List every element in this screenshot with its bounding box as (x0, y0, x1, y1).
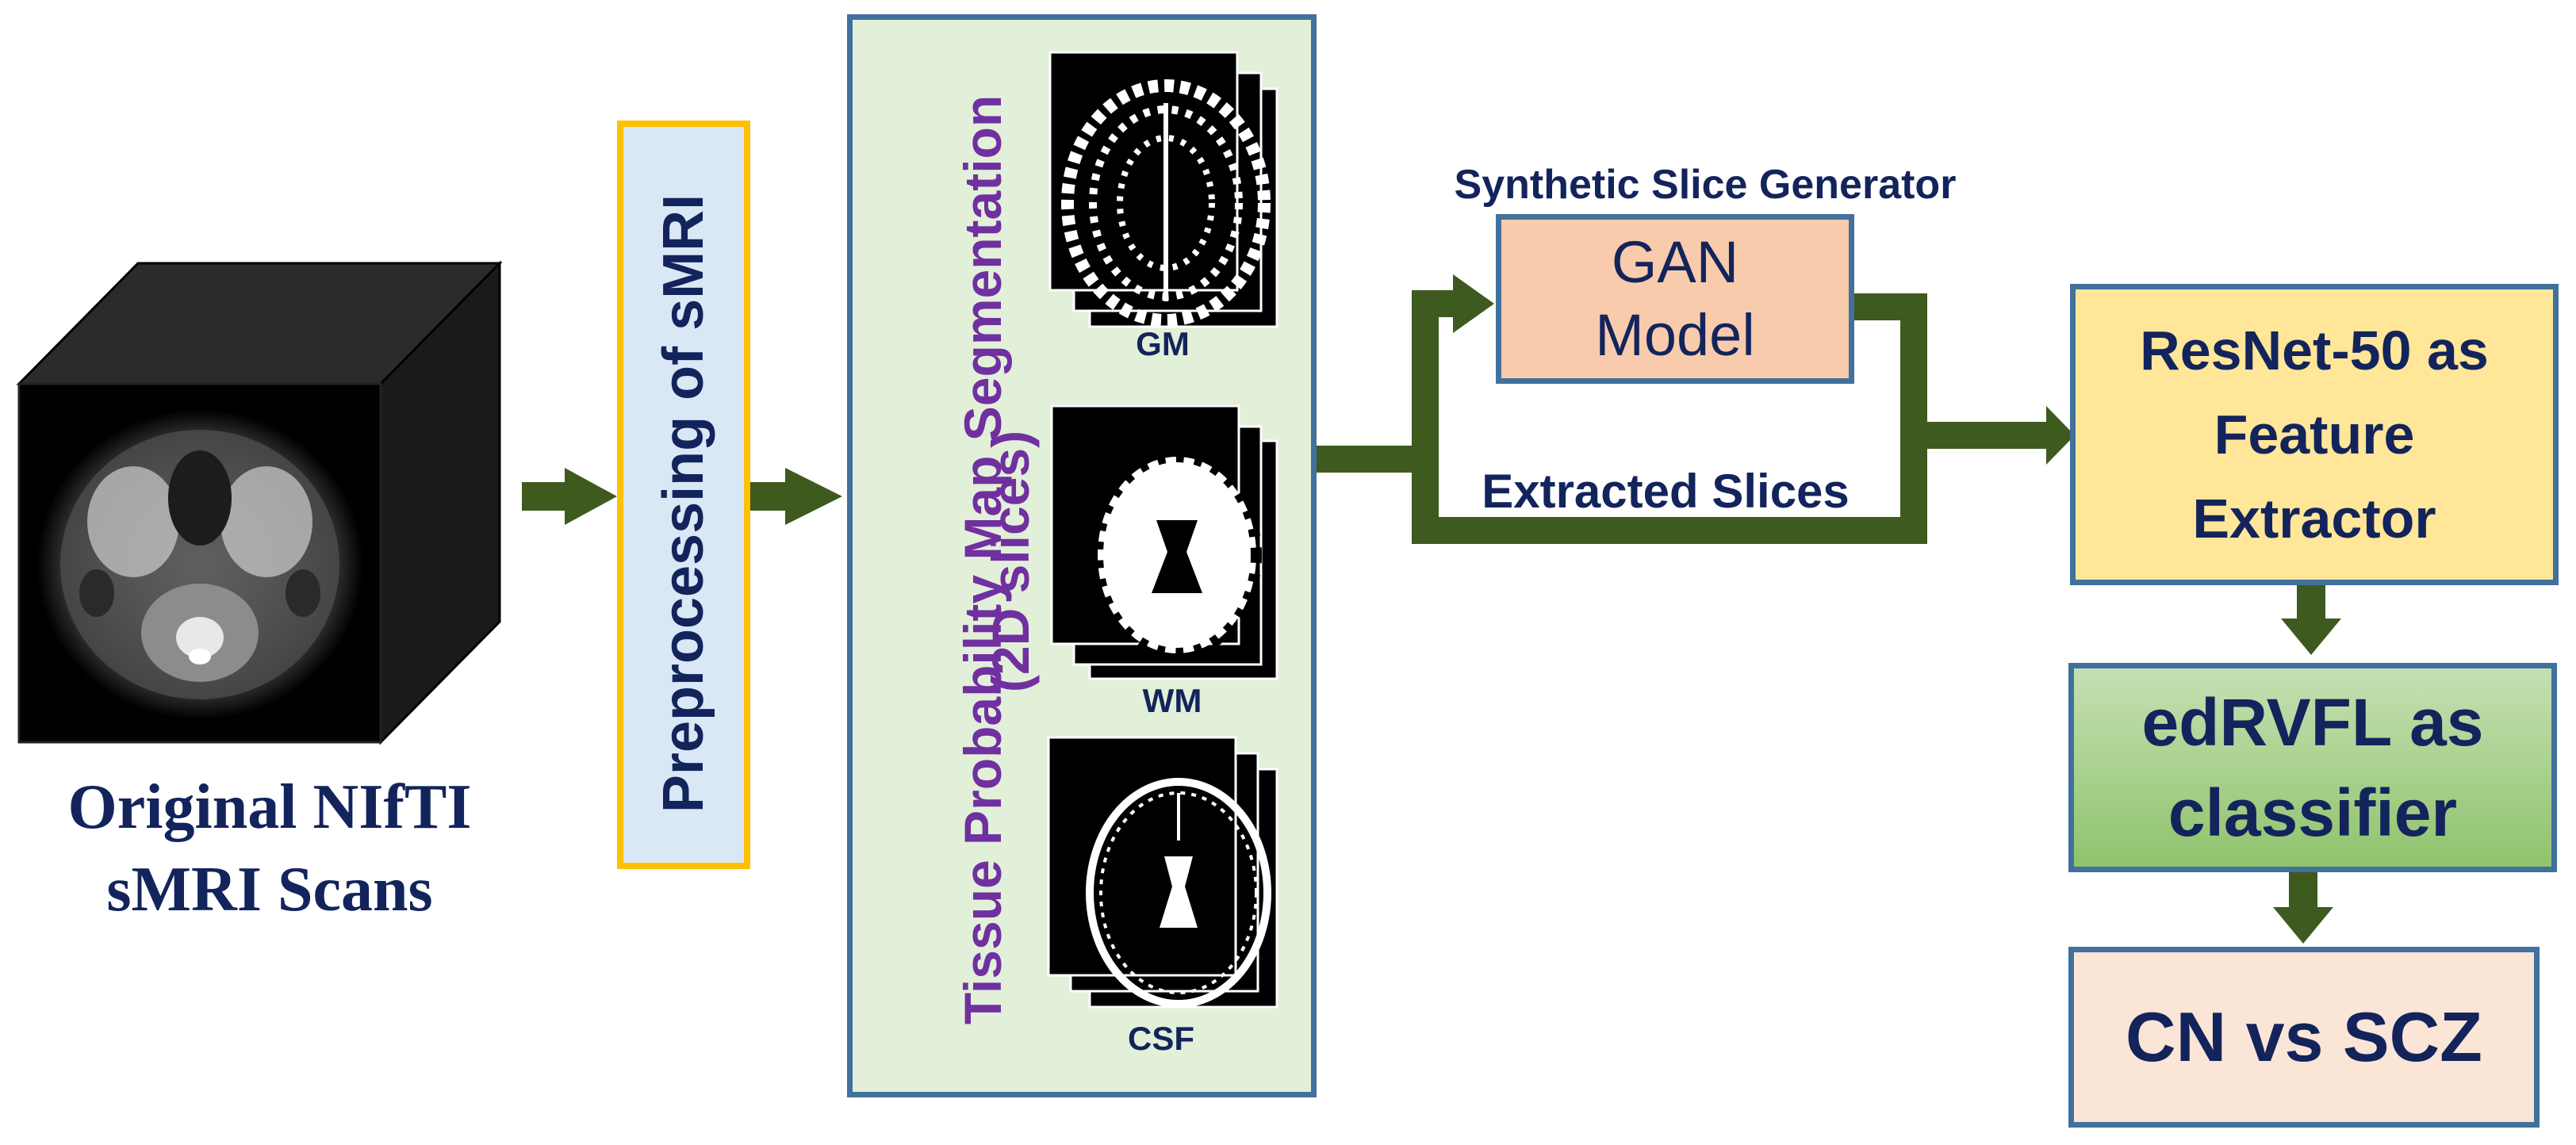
csf-slice-stack (1047, 736, 1278, 1009)
gan-line1: GAN (1611, 229, 1739, 295)
resnet-box: ResNet-50 as Feature Extractor (2070, 284, 2559, 585)
arrow-resnet-to-classifier (2281, 584, 2341, 655)
gan-box: GAN Model (1496, 214, 1854, 384)
mri-volume-cube (16, 260, 503, 745)
gan-line2: Model (1595, 302, 1755, 368)
output-label: CN vs SCZ (2126, 998, 2482, 1076)
arrow-preprocessing-to-segmentation (750, 468, 842, 525)
classifier-line1: edRVFL as (2141, 685, 2484, 760)
extracted-slices-label: Extracted Slices (1482, 465, 1850, 518)
arrow-segmentation-split (1317, 274, 1926, 544)
input-caption-line1: Original NIfTI (67, 772, 472, 842)
wm-slice-stack (1050, 404, 1278, 680)
arrow-input-to-preprocessing (522, 468, 617, 525)
slice-stacks (1047, 51, 1278, 1009)
arrow-classifier-to-output (2273, 871, 2333, 944)
csf-label: CSF (1128, 1020, 1194, 1057)
gm-label: GM (1136, 325, 1190, 362)
input-caption: Original NIfTI sMRI Scans (0, 761, 539, 936)
segmentation-title-line2: (2D slices) (981, 430, 1040, 693)
preprocessing-box (617, 121, 750, 869)
resnet-line3: Extractor (2192, 488, 2436, 550)
arrow-merge-to-resnet (1853, 293, 2075, 544)
output-box: CN vs SCZ (2068, 947, 2540, 1128)
resnet-line1: ResNet-50 as (2140, 320, 2489, 381)
gm-slice-stack (1048, 51, 1278, 328)
input-caption-line2: sMRI Scans (106, 855, 433, 925)
classifier-box: edRVFL as classifier (2068, 663, 2557, 872)
preprocessing-label: Preprocessing of sMRI (652, 193, 715, 814)
gan-caption: Synthetic Slice Generator (1454, 162, 1957, 208)
classifier-line2: classifier (2168, 775, 2458, 850)
wm-label: WM (1142, 682, 1202, 719)
resnet-line2: Feature (2214, 404, 2415, 465)
mri-axial-scan-image (36, 409, 363, 720)
